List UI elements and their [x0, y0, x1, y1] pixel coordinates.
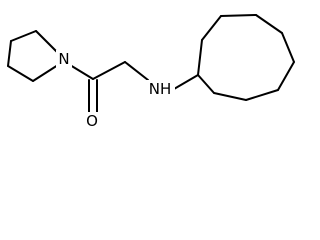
- pyrrolidine-ring: [7, 30, 59, 82]
- bond-ring-n-c1: [35, 30, 59, 54]
- chemical-structure: N O NH: [7, 14, 295, 129]
- bond-ring-c2-c3: [7, 40, 12, 67]
- atom-amine-nh: NH: [145, 80, 175, 98]
- atom-carbonyl-o: O: [84, 112, 100, 129]
- atom-pyrrolidine-n: N: [56, 50, 72, 68]
- atom-label-nh: NH: [149, 80, 172, 98]
- atom-label-o: O: [86, 112, 98, 129]
- bond-oct-7: [220, 14, 257, 17]
- bond-oct-6: [255, 14, 283, 34]
- bond-oct-2: [213, 92, 247, 101]
- bond-oct-8: [201, 15, 222, 41]
- bond-ring-c4-n: [32, 64, 59, 82]
- bond-oct-1: [197, 74, 215, 94]
- bond-oct-9: [197, 39, 203, 76]
- bond-ring-c1-c2: [10, 30, 37, 42]
- bond-oct-3: [245, 89, 279, 101]
- bond-nh-cyclooctyl: [173, 74, 199, 90]
- bond-ring-c3-c4: [7, 65, 34, 82]
- atom-label-n: N: [58, 50, 69, 68]
- bond-carbonyl-c-ch2: [92, 61, 126, 80]
- cyclooctane-ring: [197, 14, 295, 101]
- bond-oct-4: [277, 61, 295, 91]
- bond-ch2-nh: [124, 61, 149, 81]
- bond-n-carbonyl-c: [69, 64, 94, 80]
- bond-oct-5: [281, 32, 295, 63]
